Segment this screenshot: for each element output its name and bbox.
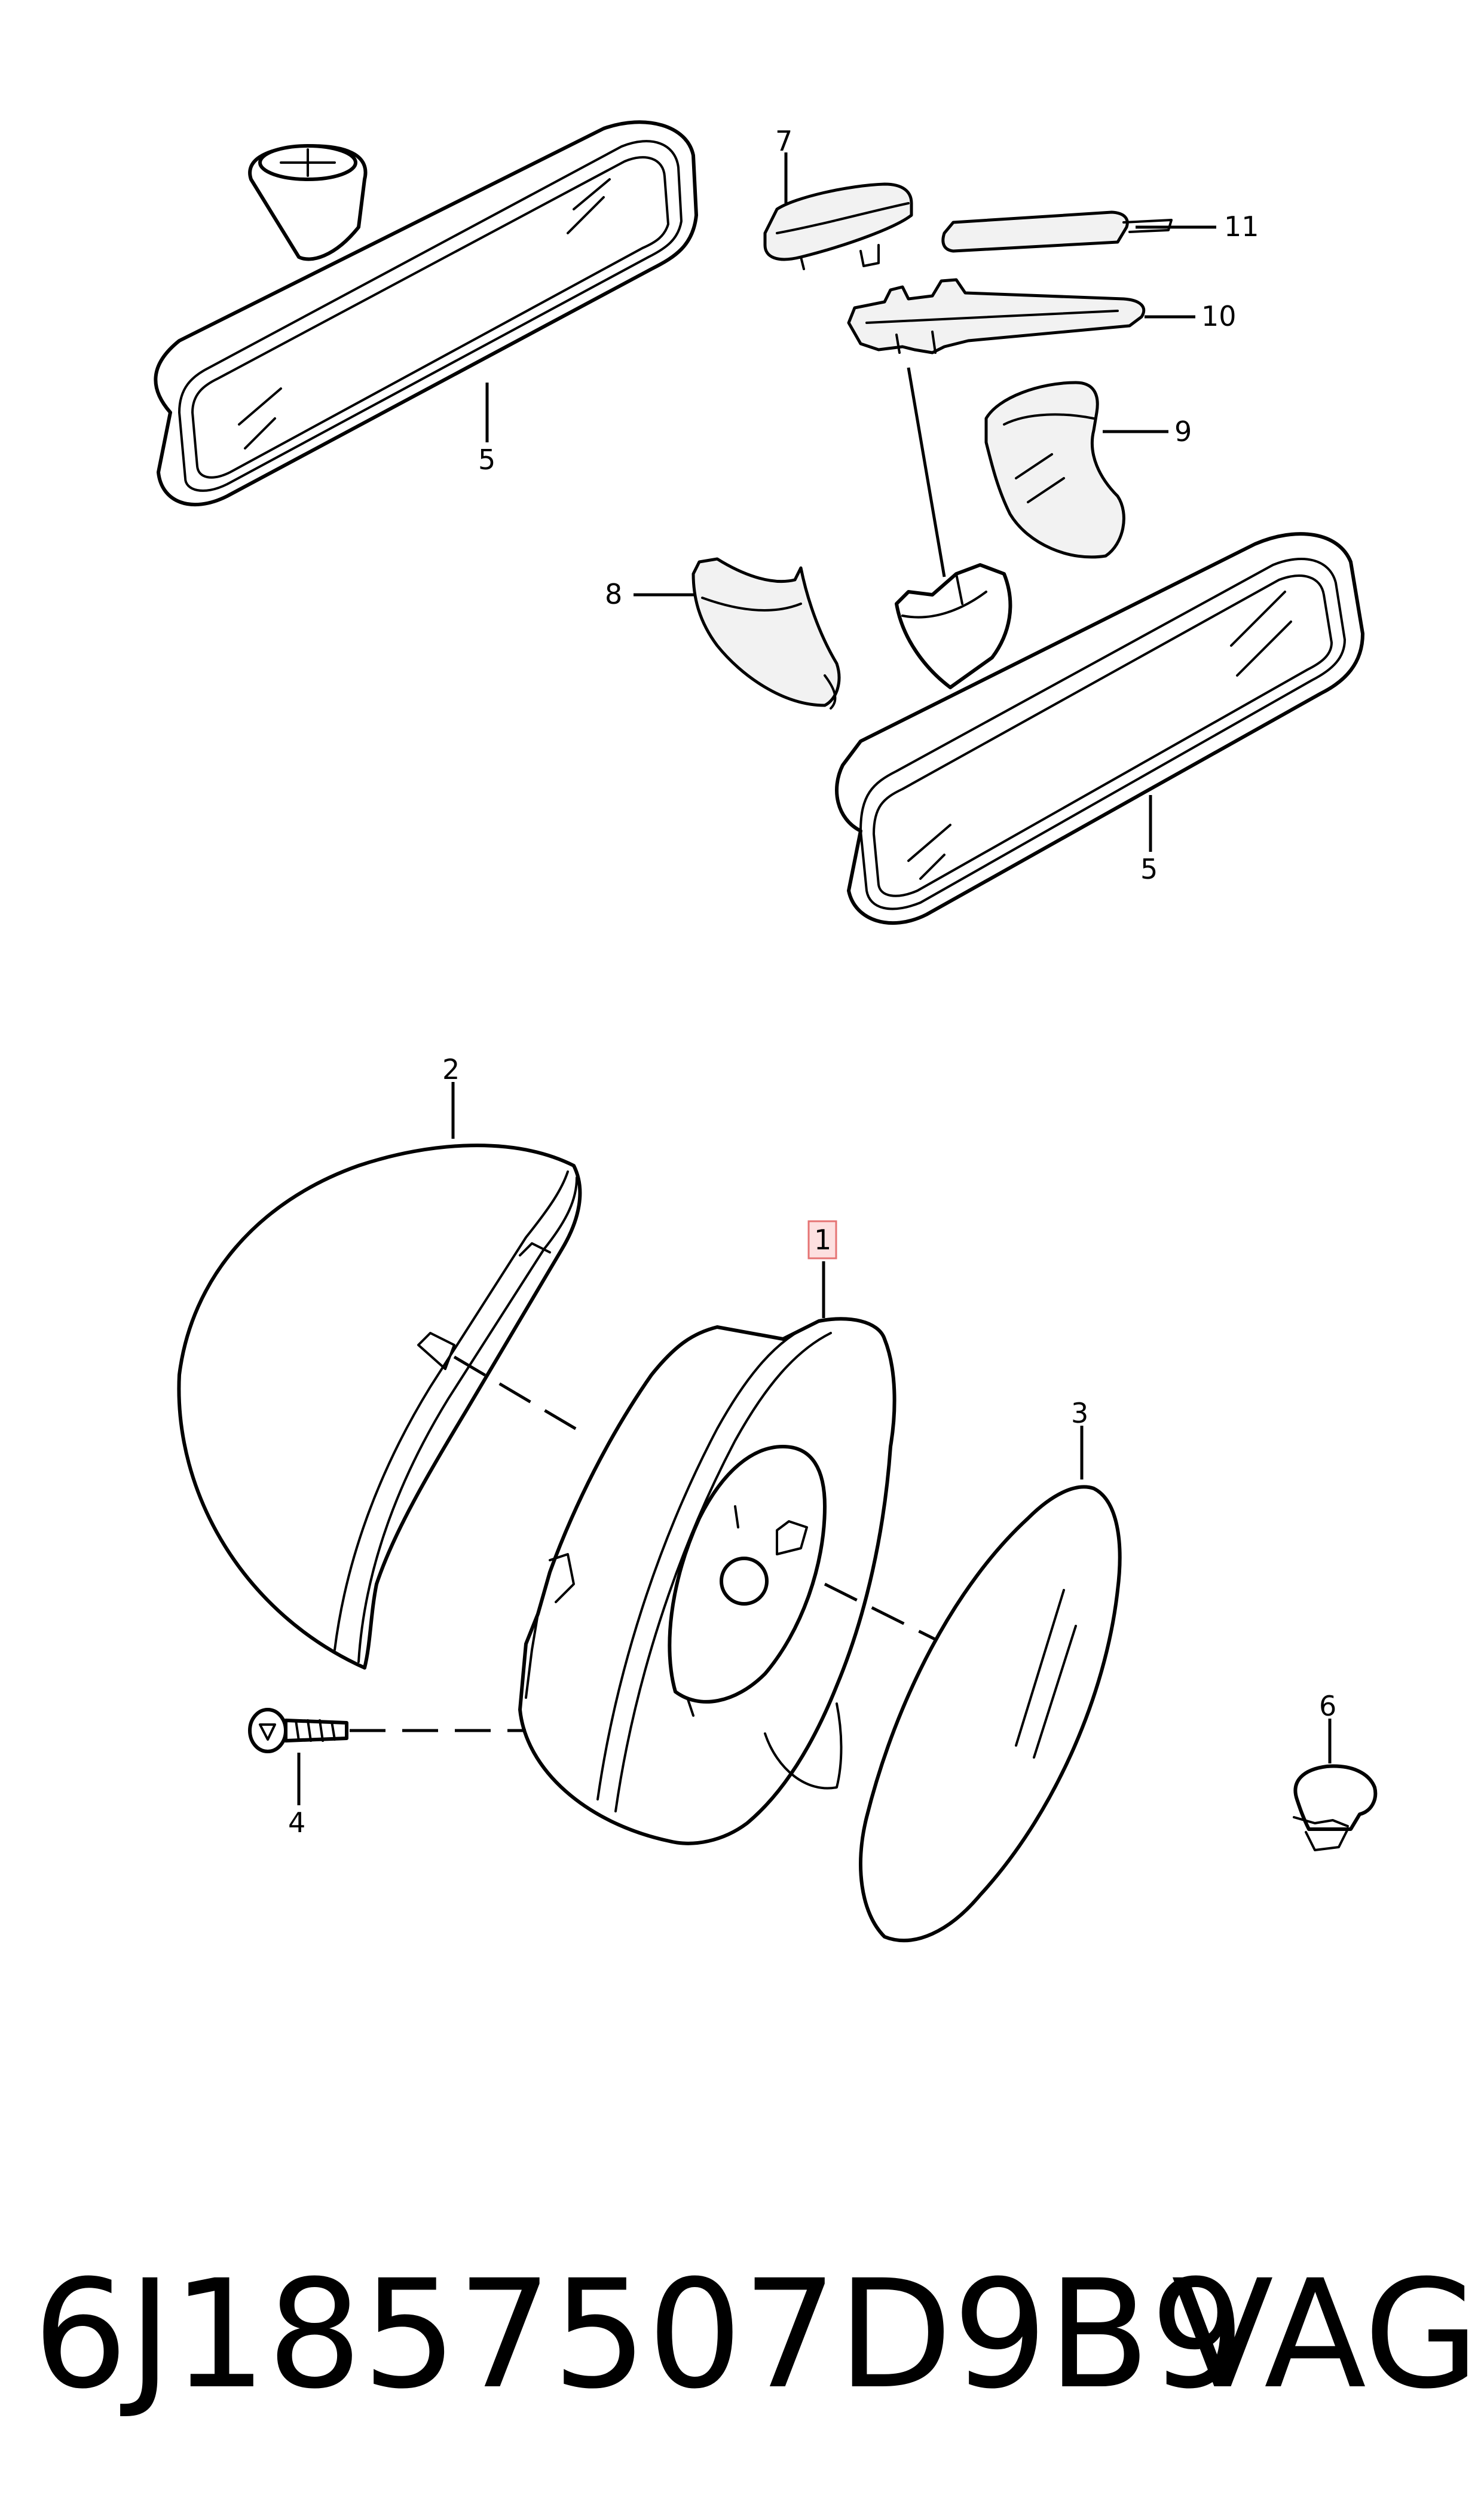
- footer: 6J1857507D9B9 VAG: [0, 2248, 1484, 2427]
- part-9-cover-upper[interactable]: [984, 381, 1125, 559]
- part-3-mirror-glass[interactable]: [859, 1485, 1122, 1943]
- callout-1-highlight: [807, 1220, 837, 1260]
- part-10-mount-bracket[interactable]: [847, 278, 1146, 354]
- callout-10: 10: [1201, 300, 1237, 332]
- assembly-line-2: [453, 1355, 587, 1436]
- part-2-mirror-cap[interactable]: [177, 1144, 582, 1670]
- part-1-mirror-housing[interactable]: [518, 1317, 896, 1845]
- part-number: 6J1857507D9B9: [33, 2248, 1246, 2422]
- callout-11: 11: [1224, 210, 1259, 243]
- interior-mirror-right[interactable]: [835, 532, 1364, 925]
- callout-2: 2: [442, 1053, 460, 1086]
- callout-7: 7: [775, 125, 793, 157]
- callout-8: 8: [605, 578, 622, 610]
- callout-5b: 5: [1140, 853, 1158, 885]
- brand: VAG: [1171, 2248, 1480, 2422]
- part-4-screw[interactable]: [248, 1708, 348, 1753]
- callout-3: 3: [1071, 1397, 1088, 1429]
- callout-9: 9: [1174, 415, 1192, 448]
- interior-mirror-left[interactable]: [154, 120, 698, 506]
- part-11-trim-strip[interactable]: [941, 210, 1173, 253]
- callout-1: 1: [814, 1224, 831, 1256]
- callout-5a: 5: [478, 444, 495, 476]
- bracket-leader: [907, 367, 946, 577]
- callout-6: 6: [1319, 1690, 1336, 1722]
- part-7-sensor-cover[interactable]: [763, 182, 913, 270]
- assembly-line-1: [824, 1582, 946, 1646]
- part-8-cover-lower[interactable]: [691, 557, 841, 710]
- part-6-clip[interactable]: [1293, 1764, 1378, 1851]
- callout-4: 4: [288, 1806, 305, 1839]
